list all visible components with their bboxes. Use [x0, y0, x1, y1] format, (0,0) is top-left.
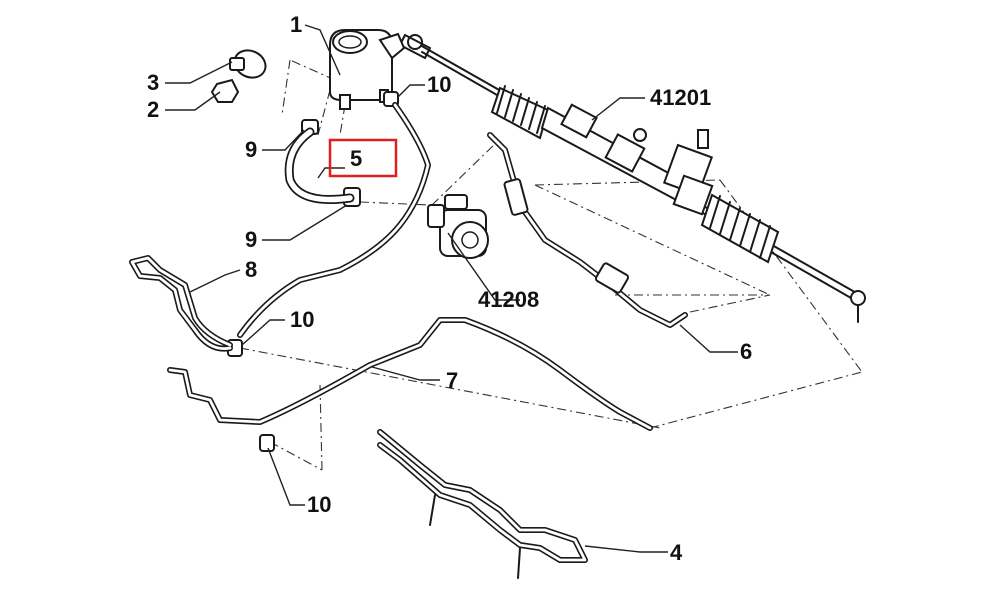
highlight-box-part-5: [328, 138, 398, 178]
callout-5: 5: [350, 146, 362, 171]
return-pipe-8: [129, 255, 233, 352]
callout-1: 1: [290, 12, 302, 37]
callout-41208: 41208: [478, 287, 539, 312]
cap-3: [229, 49, 267, 79]
steering-rack-41201: [399, 34, 866, 323]
pressure-pipe-7: [167, 317, 653, 431]
pump-41208: [427, 194, 489, 259]
pressure-hose-6: [487, 132, 688, 328]
callout-9-lower: 9: [245, 227, 257, 252]
callout-2: 2: [147, 97, 159, 122]
callout-4: 4: [670, 540, 683, 565]
hose-5: [284, 127, 355, 205]
leader-lines: [165, 24, 738, 553]
callout-6: 6: [740, 339, 752, 364]
plug-2: [210, 78, 240, 103]
callout-labels: 1 3 2 10 41201 9 5 9 8 10 41208 6 7 10 4: [147, 12, 752, 565]
return-hose-upper: [237, 102, 431, 338]
cooling-pipe-4: [377, 429, 588, 579]
callout-10-top: 10: [427, 72, 451, 97]
callout-41201: 41201: [650, 85, 711, 110]
callout-7: 7: [446, 368, 458, 393]
callout-10-bottom: 10: [307, 492, 331, 517]
callout-3: 3: [147, 70, 159, 95]
callout-10-middle: 10: [290, 307, 314, 332]
callout-8: 8: [245, 257, 257, 282]
callout-9-upper: 9: [245, 137, 257, 162]
